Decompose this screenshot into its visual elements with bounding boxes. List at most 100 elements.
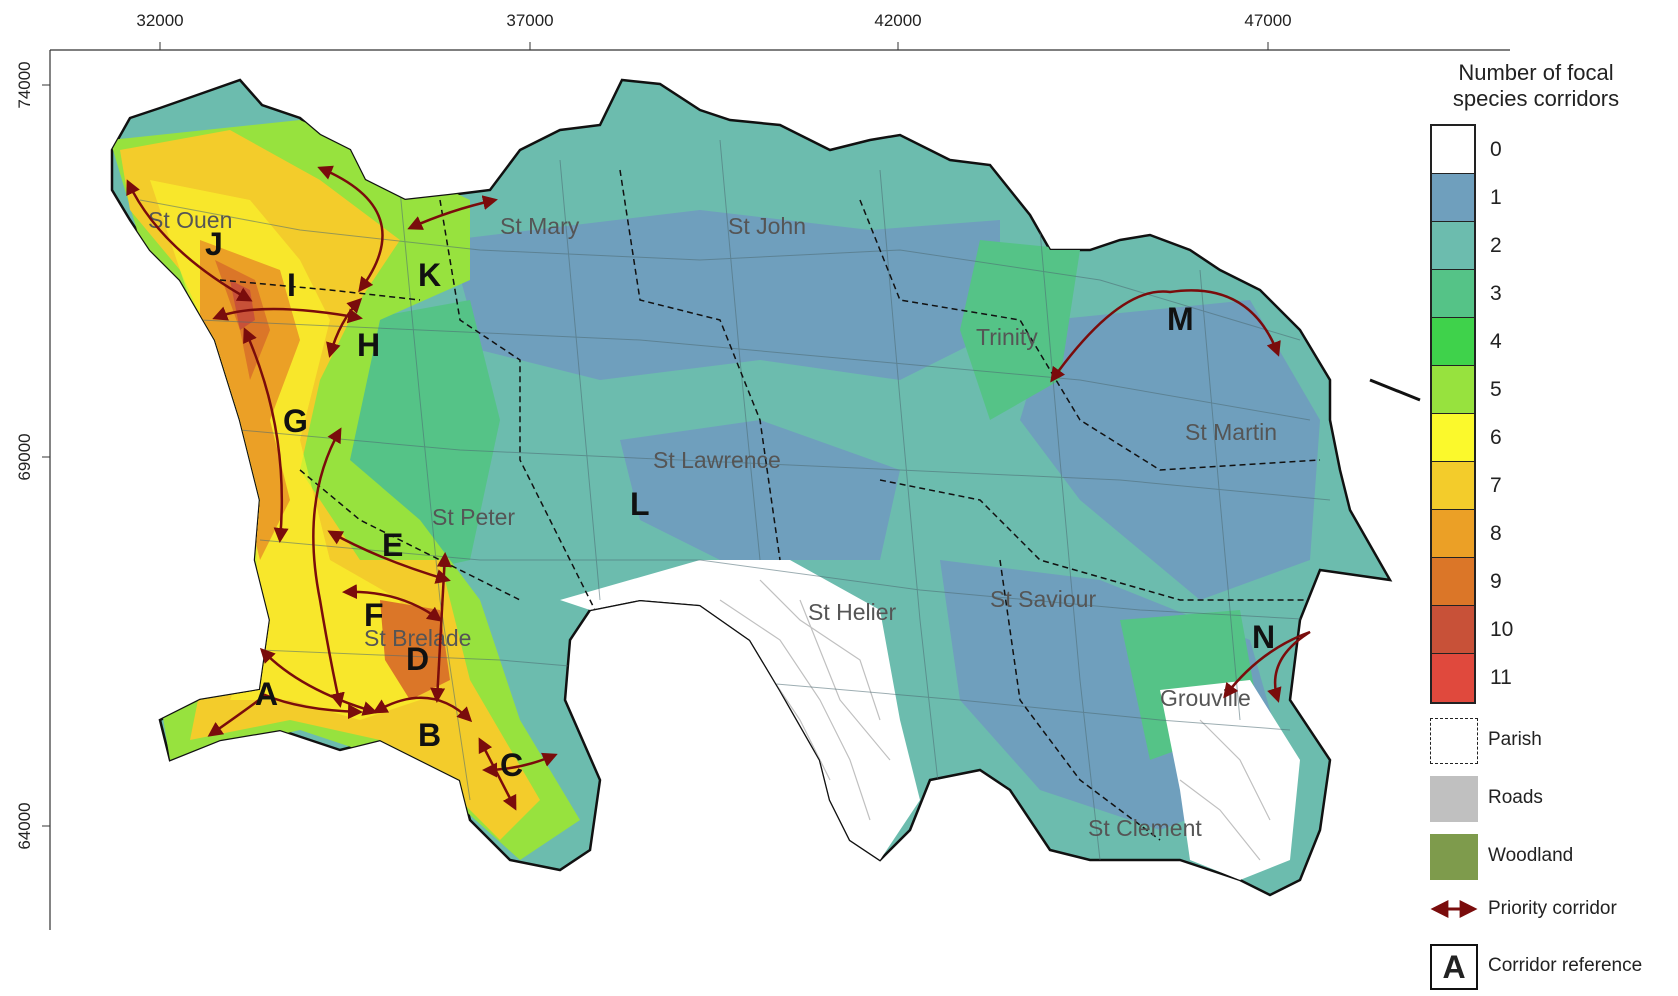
corridor-letter-c: C [500,747,523,783]
x-axis-ticks: 32000 37000 42000 47000 [136,11,1292,50]
corridor-F [342,584,443,622]
class-swatch-0: 0 [1432,126,1502,174]
class-swatch-3: 3 [1432,270,1502,318]
x-tick-label: 37000 [506,11,553,30]
legend-parish: Parish [1430,712,1675,770]
class-swatch-7: 7 [1432,462,1502,510]
parish-label-st-lawrence: St Lawrence [653,447,781,473]
road-network [139,139,1331,861]
parish-label-st-helier: St Helier [808,599,897,625]
corridor-letter-d: D [406,641,429,677]
roads-label: Roads [1488,787,1543,808]
corridor-density-raster [112,120,1331,880]
corridor-G2 [243,327,289,543]
legend: Number of focal species corridors 0 1 2 3 4 5… [1430,60,1675,996]
parish-label-st-martin: St Martin [1185,419,1277,445]
corridor-J [126,179,253,302]
corridor-letter-h: H [357,327,380,363]
corridor-C2 [478,737,517,811]
parish-label-st-clement: St Clement [1088,815,1202,841]
parish-label-st-john: St John [728,213,806,239]
density-zone-1d [620,420,900,560]
class-swatch-2: 2 [1432,222,1502,270]
x-tick-label: 32000 [136,11,183,30]
priority-corridor-arrow-icon [1430,900,1478,918]
class-label-5: 5 [1490,378,1502,401]
legend-priority-corridor: Priority corridor [1430,886,1675,938]
density-zone-0-town [560,560,920,860]
corridor-A2 [259,647,378,716]
woodland-label: Woodland [1488,845,1574,866]
class-swatch-11: 11 [1432,654,1512,702]
priority-corridor-label: Priority corridor [1488,898,1617,919]
roads-swatch [1430,776,1478,822]
class-label-3: 3 [1490,282,1502,305]
class-swatch-8: 8 [1432,510,1502,558]
class-label-2: 2 [1490,234,1502,257]
parish-label: Parish [1488,729,1542,750]
corridor-letter-m: M [1167,301,1194,337]
corridor-N [1223,630,1311,703]
parish-label-st-brelade: St Brelade [364,625,471,651]
corridor-letter-b: B [418,717,441,753]
legend-title: Number of focal species corridors [1416,60,1656,112]
y-tick-label: 64000 [15,802,34,849]
corridor-M [1050,289,1281,383]
corridor-K [317,165,384,293]
class-label-9: 9 [1490,570,1502,593]
parish-swatch [1430,718,1478,764]
class-label-8: 8 [1490,522,1502,545]
parish-label-st-peter: St Peter [432,504,515,530]
class-swatch-5: 5 [1432,366,1502,414]
legend-woodland: Woodland [1430,828,1675,886]
class-label-11: 11 [1490,666,1512,689]
y-tick-label: 69000 [15,433,34,480]
class-swatch-10: 10 [1432,606,1513,654]
legend-title-line2: species corridors [1452,86,1620,111]
corridor-letter-k: K [418,257,441,293]
class-label-6: 6 [1490,426,1502,449]
class-swatch-6: 6 [1432,414,1502,462]
corridor-reference-label: Corridor reference [1488,955,1643,976]
legend-corridor-reference: A Corridor reference [1430,938,1675,996]
class-label-7: 7 [1490,474,1502,497]
coast-jetty [1369,378,1421,402]
corridor-reference-swatch: A [1430,944,1478,990]
corridor-letter-e: E [382,527,403,563]
corridor-K2 [407,195,498,230]
x-tick-label: 42000 [874,11,921,30]
y-axis-ticks: 74000 69000 64000 [15,61,50,850]
parish-label-trinity: Trinity [976,324,1038,350]
class-swatch-1: 1 [1432,174,1502,222]
parish-label-st-mary: St Mary [500,213,580,239]
density-zone-3b [960,240,1080,420]
corridor-I [212,306,363,324]
class-swatch-4: 4 [1432,318,1502,366]
class-label-0: 0 [1490,138,1502,161]
legend-roads: Roads [1430,770,1675,828]
class-swatch-9: 9 [1432,558,1502,606]
parish-label-st-saviour: St Saviour [990,586,1096,612]
corridor-H [326,297,363,358]
density-zone-0-east [1160,680,1300,880]
corridor-G [312,427,345,708]
y-tick-label: 74000 [15,61,34,108]
corridor-count-classes: 0 1 2 3 4 5 6 7 8 9 10 11 [1430,124,1513,704]
priority-corridors [126,165,1311,811]
class-label-4: 4 [1490,330,1502,353]
class-label-1: 1 [1490,186,1502,209]
legend-title-line1: Number of focal [1458,60,1614,85]
corridor-letter-j: J [205,226,223,262]
corridor-letter-l: L [630,486,650,522]
corridor-letter-i: I [287,267,296,303]
class-label-10: 10 [1490,618,1514,641]
corridor-letter-n: N [1252,619,1275,655]
corridor-B [372,696,473,723]
island [110,78,1421,897]
corridor-letter-a: A [255,676,278,712]
parish-label-grouville: Grouville [1160,685,1251,711]
corridor-letter-f: F [364,597,384,633]
x-tick-label: 47000 [1244,11,1291,30]
